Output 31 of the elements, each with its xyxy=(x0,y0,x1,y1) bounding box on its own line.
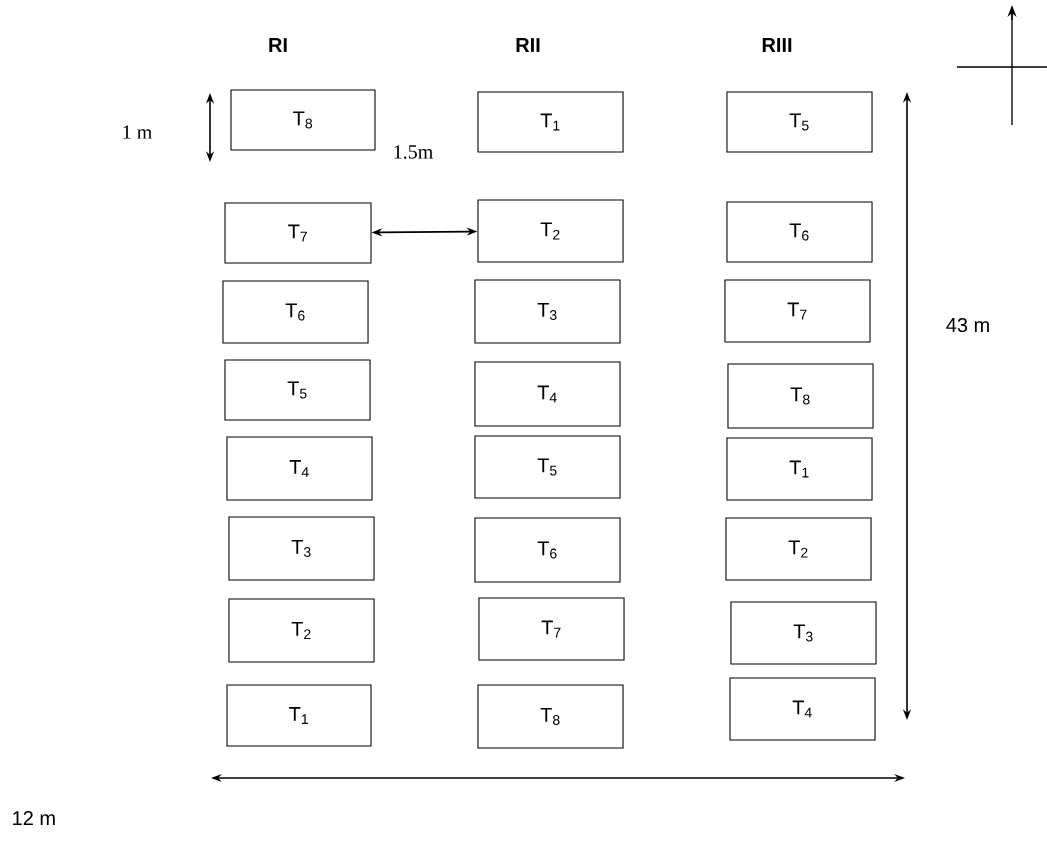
plot-box: T$_{7}$ xyxy=(224,202,372,264)
dimension-label: 43 m xyxy=(946,317,989,333)
plot-box: T$_{1}$ xyxy=(726,437,873,501)
plot-box: T$_{8}$ xyxy=(477,684,624,749)
column-heading: RIII xyxy=(762,38,792,52)
plot-box: T$_{6}$ xyxy=(474,517,621,583)
plot-box: T$_{7}$ xyxy=(478,597,625,661)
plot-box: T$_{5}$ xyxy=(474,435,621,499)
plot-box: T$_{3}$ xyxy=(474,279,621,344)
column-heading: RII xyxy=(516,38,540,52)
dimension-label: 12 m xyxy=(13,811,55,825)
plot-box: T$_{3}$ xyxy=(730,601,877,665)
plot-box: T$_{6}$ xyxy=(726,201,873,263)
plot-box: T$_{8}$ xyxy=(727,363,874,429)
plot-box: T$_{4}$ xyxy=(729,677,876,741)
plot-box: T$_{1}$ xyxy=(477,91,624,153)
plot-box: T$_{4}$ xyxy=(226,436,373,501)
plot-box: T$_{2}$ xyxy=(228,598,375,663)
plot-box: T$_{8}$ xyxy=(230,89,376,151)
plot-box: T$_{4}$ xyxy=(474,361,621,427)
dimension-label: 1.5m xyxy=(394,145,433,159)
plot-box: T$_{3}$ xyxy=(228,516,375,581)
plot-box: T$_{5}$ xyxy=(224,359,371,421)
column-heading: RI xyxy=(269,38,287,52)
dimension-label: 1 m xyxy=(123,125,152,139)
plot-box: T$_{7}$ xyxy=(724,279,871,343)
plot-box: T$_{2}$ xyxy=(477,199,624,263)
plot-box: T$_{5}$ xyxy=(726,91,873,153)
plot-box: T$_{6}$ xyxy=(222,280,369,344)
plot-box: T$_{1}$ xyxy=(226,684,372,747)
plot-box: T$_{2}$ xyxy=(725,517,872,581)
